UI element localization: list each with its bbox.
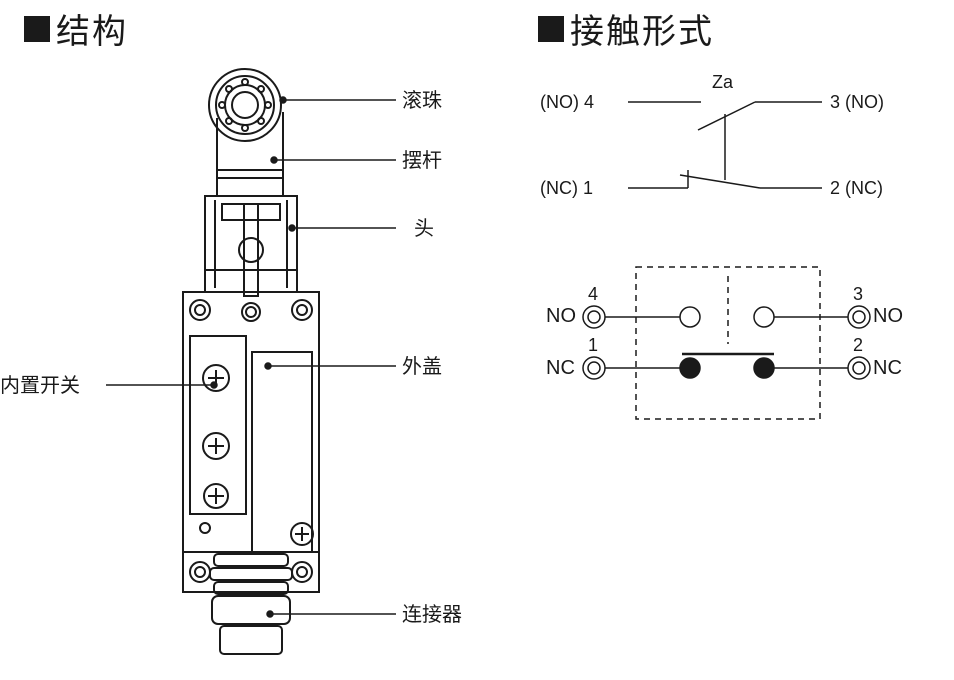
title-square-icon: [538, 15, 564, 42]
label-head: 头: [414, 216, 434, 240]
leader-lines: [106, 96, 396, 618]
title-square-icon: [24, 15, 50, 42]
head-drawing: [204, 195, 298, 322]
body-drawing: [182, 291, 320, 593]
switch-drawing: [182, 68, 320, 655]
label-cover: 外盖: [402, 354, 442, 378]
structure-title: 结构: [24, 4, 128, 53]
structure-title-text: 结构: [56, 12, 128, 52]
label-roller: 滚珠: [402, 88, 442, 112]
terminal-number-2: 2: [853, 335, 864, 355]
roller-drawing: [208, 68, 282, 142]
terminal-label-4: (NO) 4: [540, 92, 594, 112]
contact-type-label: Za: [712, 72, 734, 92]
label-internal-switch: 内置开关: [0, 373, 80, 397]
label-connector: 连接器: [402, 602, 462, 626]
contact-title: 接触形式: [538, 4, 714, 53]
contact-schematic: [628, 101, 822, 189]
terminal-number-3: 3: [853, 284, 864, 304]
terminal-type-no-left: NO: [546, 305, 576, 327]
terminal-diagram: [582, 266, 871, 420]
connector-drawing: [209, 553, 293, 655]
terminal-number-4: 4: [588, 284, 599, 304]
terminal-label-1: (NC) 1: [540, 178, 593, 198]
contact-title-text: 接触形式: [570, 12, 714, 52]
terminal-label-3: 3 (NO): [830, 92, 884, 112]
terminal-type-nc-right: NC: [873, 357, 902, 379]
terminal-type-nc-left: NC: [546, 357, 575, 379]
terminal-type-no-right: NO: [873, 305, 903, 327]
terminal-label-2: 2 (NC): [830, 178, 883, 198]
label-lever: 摆杆: [402, 148, 442, 172]
terminal-number-1: 1: [588, 335, 599, 355]
